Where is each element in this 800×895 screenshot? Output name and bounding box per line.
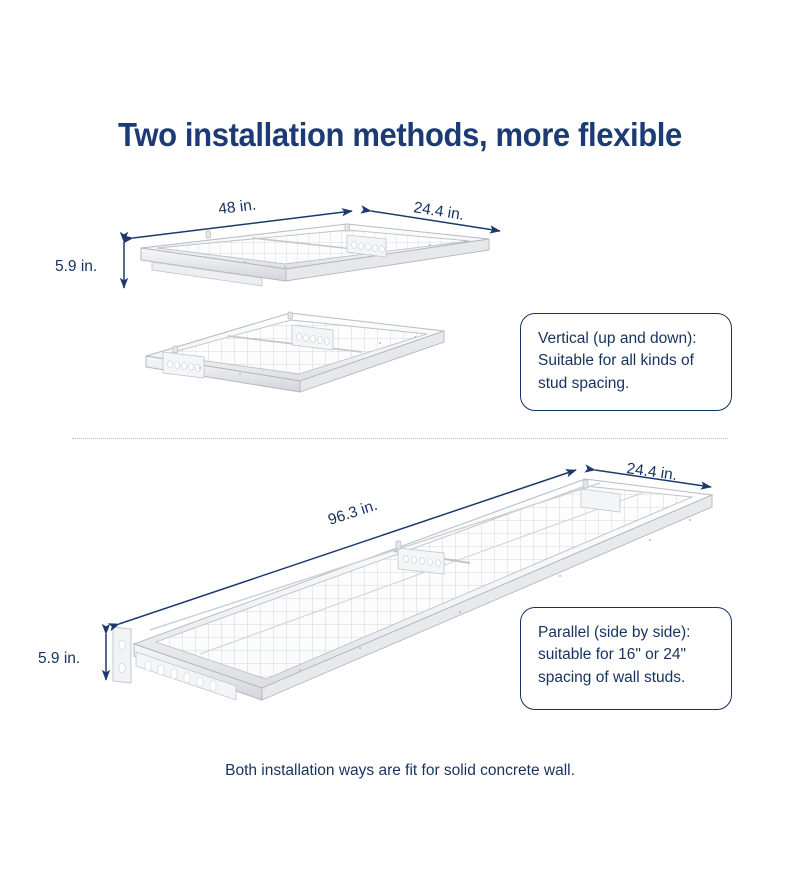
dimension-48in: 48 in. (122, 196, 353, 244)
dimension-label-59in-top: 5.9 in. (55, 258, 97, 275)
page-title: Two installation methods, more flexible (118, 116, 682, 153)
dimension-label-48in: 48 in. (217, 196, 257, 217)
dimension-label-24in-top: 24.4 in. (412, 199, 465, 224)
callout-vertical-line3: stud spacing. (538, 374, 630, 392)
dimension-label-24in-bottom: 24.4 in. (625, 460, 678, 484)
dimension-24in-top: 24.4 in. (360, 199, 501, 234)
dimension-label-963in: 96.3 in. (326, 497, 380, 529)
callout-parallel-line1: Parallel (side by side): (538, 624, 691, 641)
dimension-label-59in-bottom: 5.9 in. (38, 650, 80, 667)
callout-vertical-installation: Vertical (up and down): Suitable for all… (520, 313, 732, 411)
dimension-963in: 96.3 in. (107, 469, 577, 632)
callout-vertical-line1: Vertical (up and down): (538, 330, 697, 347)
section-divider (72, 438, 728, 439)
callout-parallel-line3: spacing of wall studs. (538, 668, 686, 686)
callout-parallel-line2: suitable for 16" or 24" (538, 646, 687, 664)
dimension-24in-bottom: 24.4 in. (584, 460, 712, 490)
footer-note: Both installation ways are fit for solid… (225, 762, 575, 779)
wall-shelf-second (145, 311, 445, 393)
dimension-59in-top: 5.9 in. (55, 231, 129, 289)
callout-parallel-installation: Parallel (side by side): suitable for 16… (520, 607, 732, 710)
wall-shelf-top (140, 223, 490, 287)
dimension-59in-bottom: 5.9 in. (38, 623, 111, 681)
callout-vertical-line2: Suitable for all kinds of (538, 352, 694, 370)
